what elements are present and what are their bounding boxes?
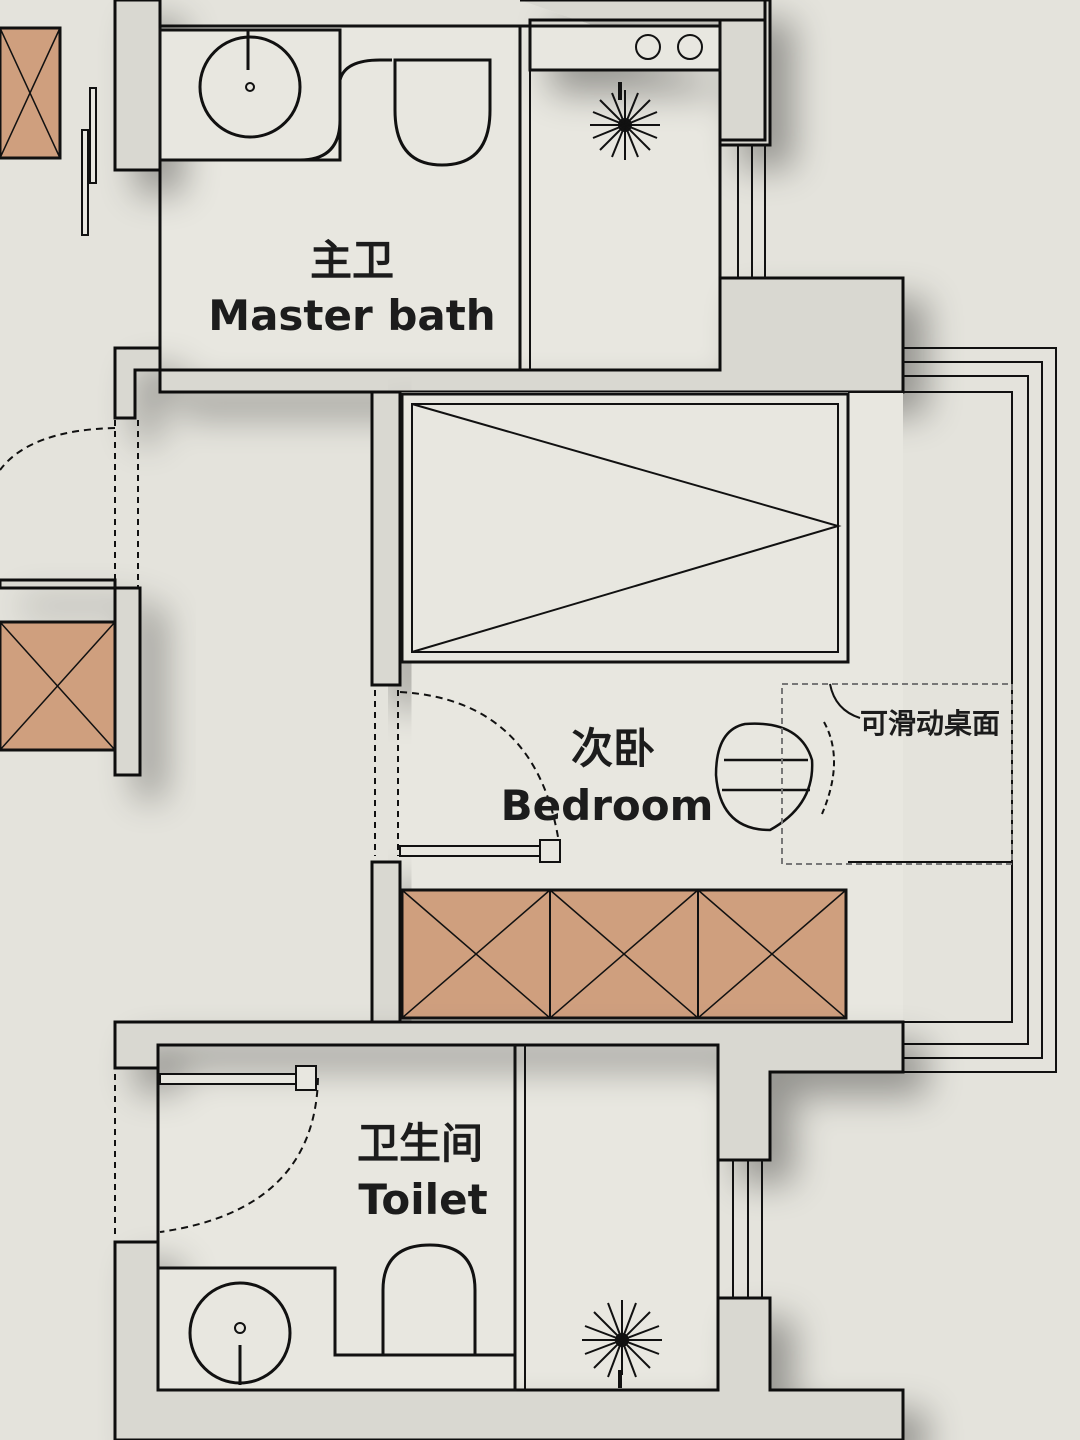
chair (714, 722, 814, 832)
wall-segment (158, 276, 905, 394)
wall-segment (113, 0, 162, 172)
bed (400, 392, 850, 664)
bedroom-walls (370, 390, 402, 1024)
master-bath-label-en: Master bath (208, 291, 495, 340)
vanity-counter (158, 28, 342, 162)
window-right-bottom (732, 1160, 763, 1298)
bedroom-label-zh: 次卧 (571, 724, 655, 773)
wardrobe (400, 888, 848, 1020)
door-left (0, 420, 139, 588)
master-bath-label-zh: 主卫 (310, 236, 394, 285)
toilet-room: 卫生间 Toilet (113, 1020, 905, 1440)
sliding-desk-label: 可滑动桌面 (860, 707, 1000, 740)
window-right-top (737, 145, 766, 278)
bedroom-label-en: Bedroom (501, 781, 714, 830)
wall-segment (718, 18, 767, 142)
toilet-door (114, 1065, 319, 1238)
sink-drain (245, 82, 255, 92)
vanity-edge (299, 30, 342, 162)
bed-marker (411, 403, 842, 653)
toilet-bowl (393, 58, 492, 167)
counter-top (528, 24, 722, 72)
toilet-label-zh: 卫生间 (357, 1119, 483, 1168)
toilet-bowl (381, 1243, 477, 1357)
bedroom-room: 可滑动桌面 次卧 Bedroom (370, 347, 1057, 1073)
sink-basin (198, 35, 302, 139)
sink-drain (234, 1322, 246, 1334)
bedroom-door (374, 690, 561, 863)
wall-segment (113, 346, 162, 420)
toilet-label-en: Toilet (358, 1175, 487, 1224)
master-bath-room: 主卫 Master bath (81, 0, 905, 420)
leader-line (829, 683, 861, 719)
cabinet-top-left (0, 26, 62, 160)
sliding-desk-outline (781, 683, 1013, 865)
vanity-edge (338, 58, 392, 81)
shower-head (590, 82, 660, 160)
window-left (81, 87, 97, 236)
fixture-knob (677, 34, 703, 60)
cabinet-left (0, 620, 117, 752)
shower-head (582, 1300, 662, 1388)
bed-inner (411, 403, 839, 653)
fixture-knob (635, 34, 661, 60)
vanity-counter (156, 1266, 517, 1392)
